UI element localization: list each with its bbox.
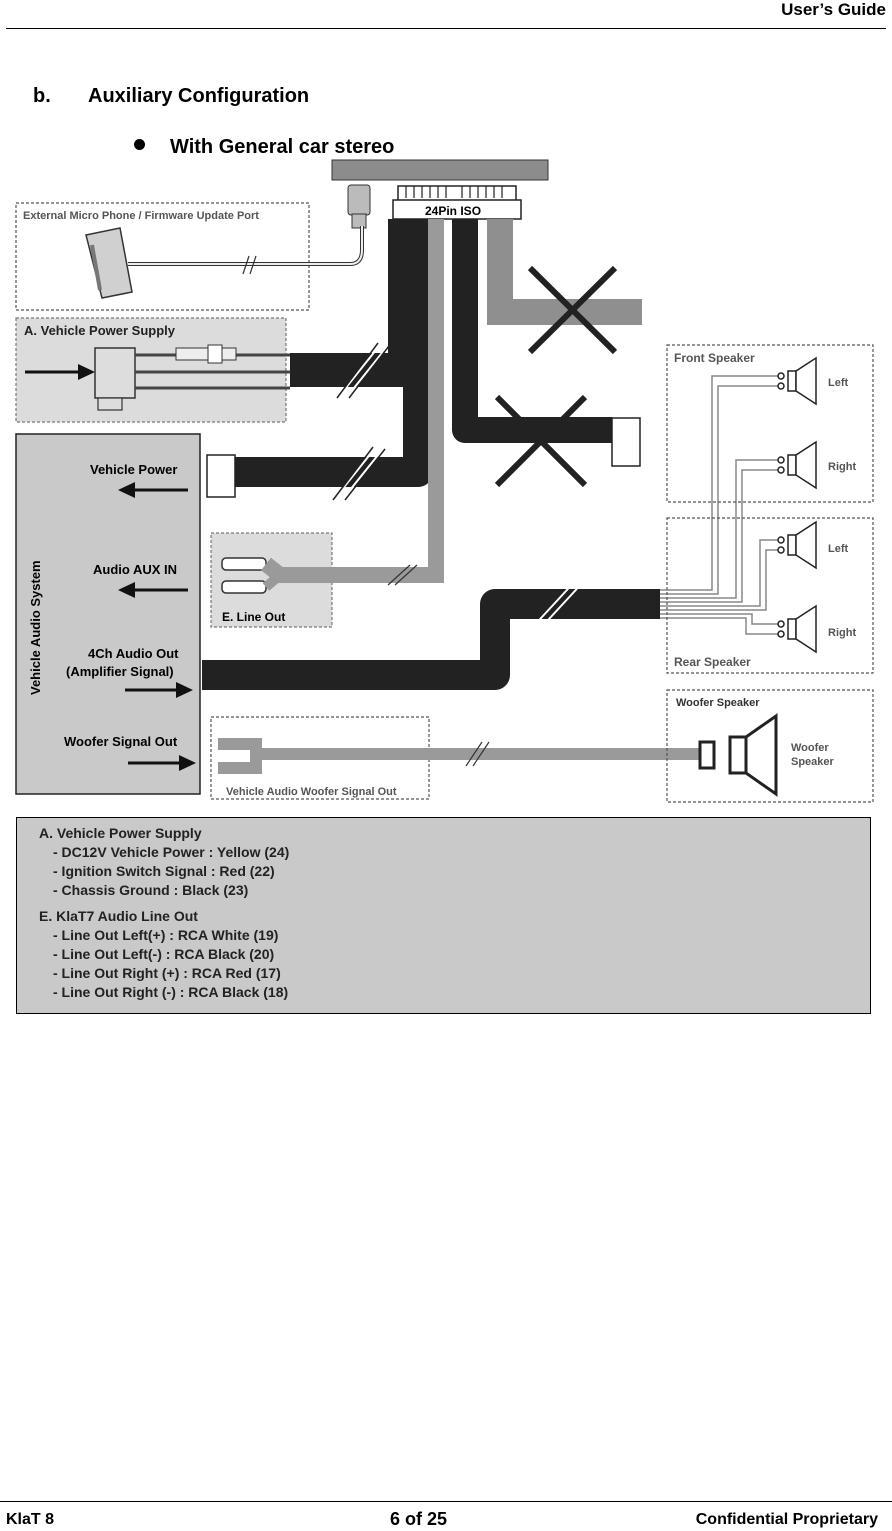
front-speaker-label: Front Speaker bbox=[674, 351, 755, 365]
mic-cable bbox=[128, 226, 364, 266]
rear-speaker-box bbox=[666, 517, 874, 674]
power-notes: A. Vehicle Power Supply - DC12V Vehicle … bbox=[39, 824, 289, 900]
woofer-speaker-icon bbox=[698, 713, 778, 797]
mic-plug-icon bbox=[347, 184, 371, 229]
lineout-notes-title: E. KlaT7 Audio Line Out bbox=[39, 908, 198, 924]
power-note-item: - Chassis Ground : Black (23) bbox=[53, 882, 249, 898]
page-number: 6 of 25 bbox=[390, 1509, 448, 1529]
woofer-label-line1: Woofer bbox=[791, 742, 829, 754]
four-ch-line1: 4Ch Audio Out bbox=[88, 646, 179, 661]
bullet-icon bbox=[134, 139, 145, 150]
lineout-notes: E. KlaT7 Audio Line Out - Line Out Left(… bbox=[39, 907, 288, 1002]
power-note-item: - DC12V Vehicle Power : Yellow (24) bbox=[53, 844, 290, 860]
rear-right-label: Right bbox=[828, 627, 856, 639]
unused-connector-icon bbox=[611, 417, 641, 467]
woofer-speaker-box bbox=[666, 689, 874, 803]
lineout-note-item: - Line Out Left(+) : RCA White (19) bbox=[53, 927, 279, 943]
front-left-label: Left bbox=[828, 377, 849, 389]
lineout-note-item: - Line Out Right (+) : RCA Red (17) bbox=[53, 965, 281, 981]
header-title: User’s Guide bbox=[781, 0, 886, 19]
subsection-title: With General car stereo bbox=[170, 136, 395, 158]
speaker-icon bbox=[777, 440, 817, 490]
main-harness bbox=[232, 219, 612, 487]
vehicle-power-plug-icon bbox=[206, 454, 236, 498]
speaker-icon bbox=[777, 520, 817, 570]
fuse-block-icon bbox=[94, 347, 136, 399]
woofer-speaker-label: Woofer Speaker bbox=[676, 697, 760, 709]
iso-label: 24Pin ISO bbox=[425, 204, 481, 218]
wiring-diagram: 24Pin ISO External Micro Phone / Firmwar… bbox=[15, 159, 874, 803]
vehicle-power-label: Vehicle Power bbox=[90, 462, 177, 477]
line-out-label: E. Line Out bbox=[222, 610, 285, 624]
speaker-wires bbox=[660, 375, 778, 635]
cross-icon bbox=[494, 394, 588, 488]
notes-panel: A. Vehicle Power Supply - DC12V Vehicle … bbox=[16, 817, 871, 1014]
section-title: Auxiliary Configuration bbox=[88, 85, 310, 107]
woofer-signal-out-label: Woofer Signal Out bbox=[64, 734, 178, 749]
section-letter: b. bbox=[33, 85, 51, 107]
front-speaker-box bbox=[666, 344, 874, 503]
woofer-label-line2: Speaker bbox=[791, 756, 835, 768]
microphone-icon bbox=[85, 227, 133, 299]
lineout-note-item: - Line Out Right (-) : RCA Black (18) bbox=[53, 984, 289, 1000]
four-ch-line2: (Amplifier Signal) bbox=[66, 664, 174, 679]
unused-cable-top bbox=[487, 219, 642, 325]
power-supply-label: A. Vehicle Power Supply bbox=[24, 323, 176, 338]
arrow-left-icon bbox=[118, 582, 135, 598]
vehicle-audio-system-label: Vehicle Audio System bbox=[28, 560, 43, 695]
front-right-label: Right bbox=[828, 461, 856, 473]
cross-icon bbox=[527, 265, 618, 355]
arrow-right-icon bbox=[179, 755, 196, 771]
lineout-note-item: - Line Out Left(-) : RCA Black (20) bbox=[53, 946, 275, 962]
woofer-signal-box-label: Vehicle Audio Woofer Signal Out bbox=[226, 786, 397, 798]
mic-port-label: External Micro Phone / Firmware Update P… bbox=[23, 210, 259, 222]
footer-left: KlaT 8 bbox=[6, 1511, 55, 1528]
head-unit bbox=[331, 159, 549, 181]
header-rule bbox=[6, 28, 886, 29]
rear-left-label: Left bbox=[828, 543, 849, 555]
inline-fuse-icon bbox=[175, 347, 237, 361]
rear-speaker-label: Rear Speaker bbox=[674, 655, 751, 669]
amp-signal-cable bbox=[202, 589, 660, 690]
speaker-icon bbox=[777, 604, 817, 654]
footer-rule bbox=[0, 1501, 892, 1502]
mic-port-box bbox=[15, 202, 310, 311]
power-supply-box bbox=[15, 317, 287, 423]
footer-right: Confidential Proprietary bbox=[695, 1511, 878, 1528]
power-notes-title: A. Vehicle Power Supply bbox=[39, 825, 202, 841]
section-heading: b. Auxiliary Configuration bbox=[33, 85, 309, 108]
speaker-icon bbox=[777, 356, 817, 406]
woofer-cable bbox=[218, 738, 710, 760]
power-note-item: - Ignition Switch Signal : Red (22) bbox=[53, 863, 275, 879]
line-out-cable bbox=[261, 219, 444, 583]
arrow-left-icon bbox=[118, 482, 135, 498]
iso-connector-icon bbox=[392, 185, 522, 220]
rca-plug-icon bbox=[221, 557, 267, 594]
vehicle-audio-system-box bbox=[15, 433, 201, 795]
arrow-right-icon bbox=[176, 682, 193, 698]
audio-aux-in-label: Audio AUX IN bbox=[93, 562, 177, 577]
